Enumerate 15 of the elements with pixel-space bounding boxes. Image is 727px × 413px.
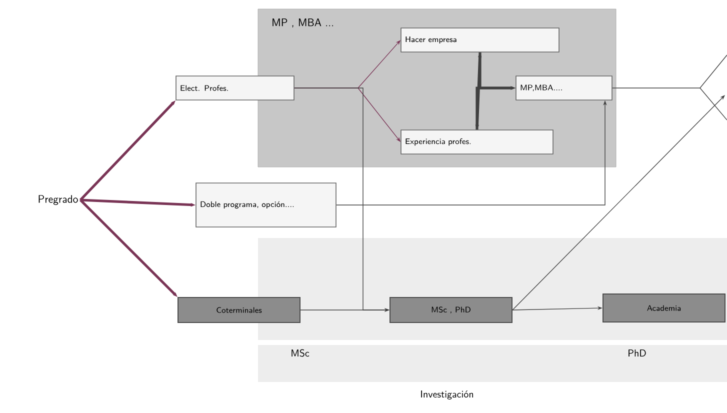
process-box: Doble programa, opción.... bbox=[196, 182, 336, 228]
section-label: PhD bbox=[628, 350, 646, 356]
start-label: Pregrado bbox=[38, 195, 78, 205]
section-label: Investigación bbox=[421, 390, 474, 400]
section-label: MSc bbox=[292, 349, 310, 357]
process-box: MSc , PhD bbox=[390, 297, 512, 323]
arrow bbox=[512, 95, 725, 310]
process-box: Academia bbox=[602, 294, 726, 322]
process-box: Experiencia profes. bbox=[400, 130, 554, 154]
arrow bbox=[80, 199, 178, 297]
arrow bbox=[612, 54, 727, 120]
process-box: MP,MBA.... bbox=[516, 76, 612, 100]
process-box: Hacer empresa bbox=[400, 28, 560, 52]
process-box: Elect. Profes. bbox=[176, 76, 294, 100]
process-box: Coterminales bbox=[178, 297, 300, 323]
